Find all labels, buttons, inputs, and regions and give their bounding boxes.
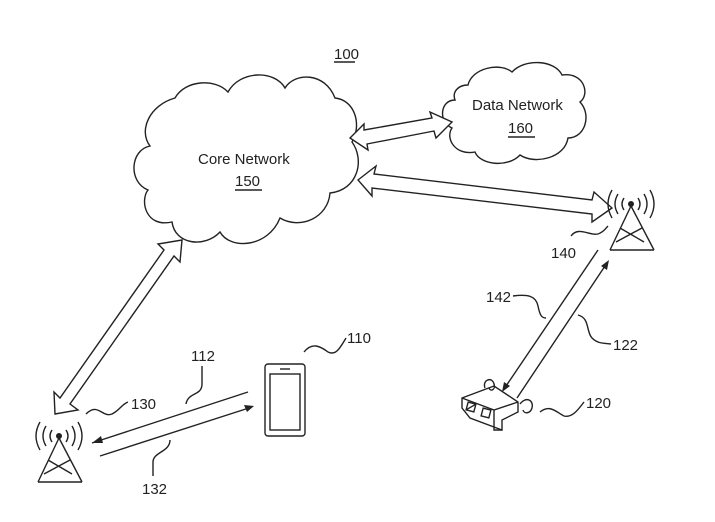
- core-tower130-link-arrow: [53, 239, 183, 415]
- smartphone-110-ref: 110: [347, 330, 371, 347]
- smartphone-110-leader: [303, 337, 347, 354]
- link-112-ref: 112: [191, 348, 215, 365]
- data-network-label: Data Network: [472, 97, 563, 114]
- tower-130-leader: [85, 401, 129, 416]
- link-132-leader: [152, 439, 171, 476]
- data-network-ref: 160: [508, 120, 533, 137]
- link-132-arrowhead: [244, 405, 254, 412]
- core-network-ref: 150: [235, 173, 260, 190]
- link-112-line: [91, 391, 249, 444]
- glasses-120-icon: [461, 378, 534, 432]
- link-122-ref: 122: [613, 337, 638, 354]
- link-142-arrowhead: [502, 382, 510, 392]
- glasses-120-leader: [539, 401, 585, 417]
- link-142-leader: [512, 294, 547, 319]
- core-tower140-link-arrow: [356, 164, 614, 224]
- glasses-120-ref: 120: [586, 395, 611, 412]
- core-network-label: Core Network: [198, 151, 290, 168]
- cell-tower-140-icon: [607, 189, 655, 251]
- link-132-line: [99, 406, 253, 457]
- link-122-leader: [577, 314, 612, 345]
- tower-140-leader: [570, 225, 609, 237]
- link-142-line: [503, 249, 599, 390]
- tower-130-ref: 130: [131, 396, 156, 413]
- link-142-ref: 142: [486, 289, 511, 306]
- cell-tower-130-icon: [35, 421, 83, 483]
- link-122-line: [516, 262, 608, 399]
- figure-ref: 100: [334, 46, 359, 63]
- link-122-arrowhead: [601, 260, 609, 270]
- smartphone-110-icon: [264, 363, 306, 437]
- tower-140-ref: 140: [551, 245, 576, 262]
- link-112-arrowhead: [92, 436, 103, 443]
- core-network-cloud: [133, 74, 359, 245]
- data-network-cloud: [441, 61, 587, 164]
- core-data-link-arrow: [348, 110, 454, 152]
- link-112-leader: [185, 366, 203, 405]
- link-132-ref: 132: [142, 481, 167, 498]
